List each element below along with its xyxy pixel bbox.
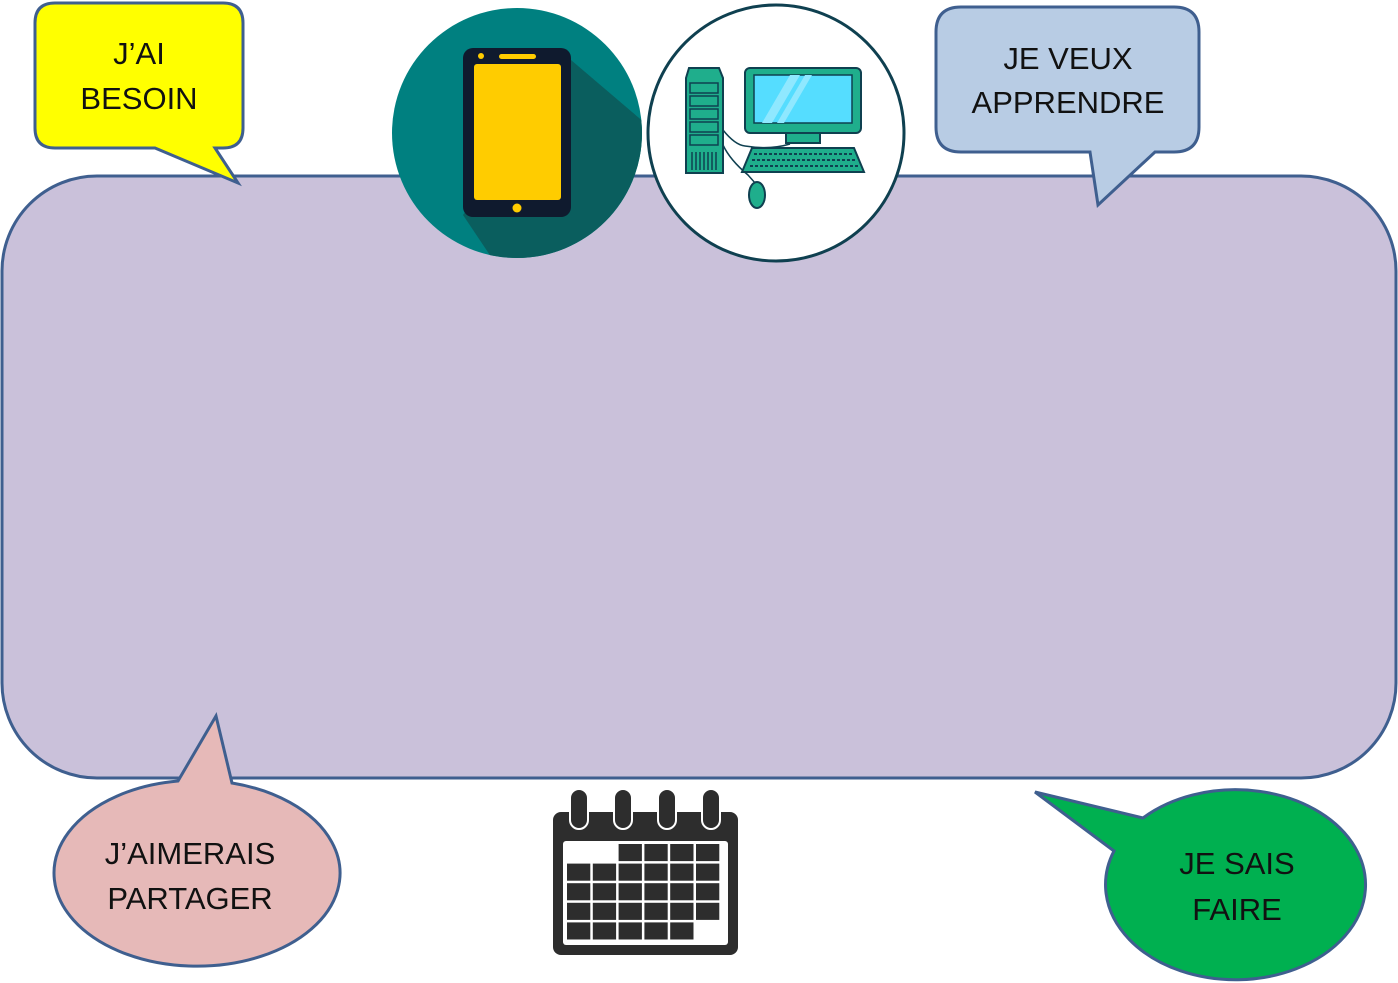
calendar-cell: [618, 922, 642, 940]
bubble-share: J’AIMERAIS PARTAGER: [52, 712, 342, 968]
bubble-know-line1: JE SAIS: [1179, 846, 1294, 881]
central-board: [0, 174, 1398, 780]
calendar-cell: [618, 902, 642, 920]
calendar-cell: [567, 902, 591, 920]
bubble-know: JE SAIS FAIRE: [1034, 788, 1367, 982]
calendar-cell: [592, 902, 617, 920]
calendar-cell: [592, 922, 617, 940]
calendar-cell: [567, 883, 591, 901]
calendar-cell: [670, 922, 694, 940]
calendar-cell: [567, 863, 591, 881]
calendar-cell: [567, 922, 591, 940]
bubble-need: J’AI BESOIN: [33, 1, 245, 187]
calendar-cell: [644, 844, 668, 862]
bubble-need-line2: BESOIN: [80, 81, 197, 116]
calendar-cell: [644, 922, 668, 940]
bubble-learn-line2: APPRENDRE: [972, 85, 1165, 120]
calendar-icon: [553, 788, 738, 955]
calendar-cell: [618, 844, 642, 862]
calendar-cell: [592, 883, 617, 901]
calendar-cell: [670, 863, 694, 881]
bubble-learn: JE VEUX APPRENDRE: [934, 5, 1201, 209]
calendar-cell: [618, 863, 642, 881]
calendar-cell: [696, 863, 720, 881]
calendar-cell: [644, 883, 668, 901]
bubble-know-line2: FAIRE: [1192, 892, 1282, 927]
desktop-computer-icon: [646, 3, 906, 263]
calendar-cell: [592, 863, 617, 881]
calendar-ring: [657, 788, 677, 830]
bubble-learn-line1: JE VEUX: [1003, 41, 1133, 76]
calendar-ring: [569, 788, 589, 830]
calendar-ring: [613, 788, 633, 830]
calendar-cell: [696, 883, 720, 901]
calendar-cell: [644, 902, 668, 920]
calendar-ring: [701, 788, 721, 830]
calendar-cell: [670, 844, 694, 862]
calendar-cell: [696, 902, 720, 920]
calendar-cell: [644, 863, 668, 881]
calendar-cell: [670, 883, 694, 901]
smartphone-icon: [392, 8, 642, 258]
bubble-share-line2: PARTAGER: [107, 881, 272, 916]
calendar-cell: [670, 902, 694, 920]
bubble-need-line1: J’AI: [113, 36, 165, 71]
bubble-share-line1: J’AIMERAIS: [105, 836, 276, 871]
calendar-cell: [618, 883, 642, 901]
calendar-cell: [696, 844, 720, 862]
